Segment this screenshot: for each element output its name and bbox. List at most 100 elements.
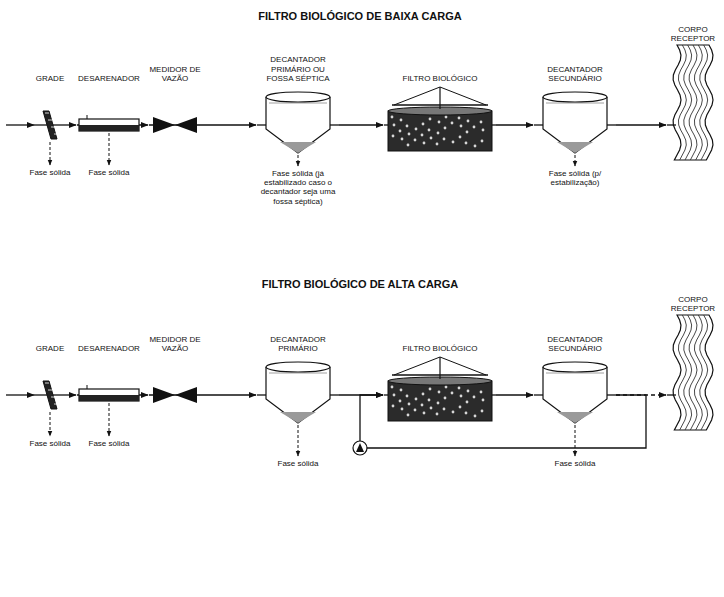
sludge-arrow <box>298 155 299 166</box>
unit-name: FILTRO BIOLÓGICO <box>384 74 496 83</box>
unit-symbol <box>667 315 719 430</box>
settler-body <box>543 97 607 153</box>
flow-connector <box>496 124 533 125</box>
unit-symbol <box>34 85 66 155</box>
grit-deposit <box>79 125 139 131</box>
inlet-pipe <box>534 124 543 125</box>
filter-stone <box>474 145 477 148</box>
flow-connector <box>496 394 533 395</box>
filter-stone <box>460 395 463 398</box>
unit-symbol <box>384 85 496 155</box>
filter-stone <box>401 408 404 411</box>
secondary-settler: DECANTADOR SECUNDÁRIO <box>534 65 616 155</box>
river-wave <box>700 315 708 430</box>
filter-stone <box>438 121 441 124</box>
filter-stone <box>423 412 426 415</box>
grit-channel <box>79 119 139 131</box>
filter-stone <box>428 129 431 132</box>
river-band <box>673 315 713 430</box>
distributor-stay <box>440 357 486 375</box>
grate-hatch <box>45 113 49 114</box>
filter-stone <box>408 403 411 406</box>
filter-stone <box>391 116 394 119</box>
distributor-stay <box>394 357 440 375</box>
filter-stone <box>437 402 440 405</box>
filter-stone <box>465 412 468 415</box>
diagram-title: FILTRO BIOLÓGICO DE BAIXA CARGA <box>160 10 560 22</box>
receiving-water: CORPO RECEPTOR <box>667 25 719 160</box>
filter-stone <box>407 414 410 417</box>
unit-symbol <box>384 355 496 425</box>
unit-name: FILTRO BIOLÓGICO <box>384 344 496 353</box>
filter-stone <box>458 387 461 390</box>
grate-hatch <box>54 404 58 405</box>
sludge-drops <box>50 133 575 456</box>
flow-connector <box>201 394 256 395</box>
unit-symbol <box>34 355 66 425</box>
filter-stone <box>482 129 485 132</box>
secondary-settler: DECANTADOR SECUNDÁRIO <box>534 335 616 425</box>
unit-name: DECANTADOR SECUNDÁRIO <box>534 65 616 83</box>
river-wave <box>684 315 692 430</box>
pump-mark <box>356 443 364 452</box>
filter-stone <box>401 138 404 141</box>
unit-name: DECANTADOR PRIMÁRIO OU FOSSA SÉPTICA <box>257 55 339 83</box>
filter-stone <box>473 126 476 129</box>
filter-stone <box>422 393 425 396</box>
filter-stone <box>451 392 454 395</box>
settler-rim <box>543 362 607 372</box>
outlet-pipe <box>607 394 616 395</box>
river-wave <box>689 45 697 160</box>
flow-connector <box>141 394 148 395</box>
unit-symbol <box>77 355 141 425</box>
meter-cone <box>175 387 197 403</box>
grit-weir <box>87 115 88 119</box>
filter-stone <box>466 401 469 404</box>
filter-stone <box>481 140 484 143</box>
river-wave <box>684 45 692 160</box>
outlet-pipe <box>330 394 339 395</box>
filter-stone <box>460 125 463 128</box>
filter-stone <box>414 409 417 412</box>
filter-stone <box>392 405 395 408</box>
sludge-arrow <box>109 133 110 165</box>
primary-settler: DECANTADOR PRIMÁRIO <box>257 335 339 425</box>
filter-stone <box>430 407 433 410</box>
inlet-pipe <box>534 394 543 395</box>
filter-stone <box>473 396 476 399</box>
filter-stone <box>443 408 446 411</box>
filter-stone <box>459 406 462 409</box>
solids-note: Fase sólida <box>27 439 73 448</box>
flow-meter: MEDIDOR DE VAZÃO <box>149 65 201 155</box>
unit-symbol <box>77 85 141 155</box>
flow-connector <box>66 124 76 125</box>
filter-stone <box>438 391 441 394</box>
filter-stone <box>445 116 448 119</box>
sludge-arrow <box>298 425 299 456</box>
filter-stone <box>467 390 470 393</box>
water-level <box>546 373 604 374</box>
outlet-pipe <box>492 394 496 395</box>
unit-symbol <box>257 85 339 155</box>
filter-stone <box>437 132 440 135</box>
grit-chamber: DESARENADOR <box>77 344 141 425</box>
trickling-filter: FILTRO BIOLÓGICO <box>384 344 496 425</box>
filter-stone <box>467 120 470 123</box>
grit-deposit <box>79 395 139 401</box>
filter-stone <box>407 144 410 147</box>
filter-stone <box>458 117 461 120</box>
filter-bed <box>388 381 492 421</box>
meter-cone <box>153 387 175 403</box>
distributor-post <box>439 87 440 109</box>
grate-bar <box>43 381 57 409</box>
unit-symbol <box>149 355 201 425</box>
filter-stone <box>452 141 455 144</box>
water-level <box>546 103 604 104</box>
filter-stone <box>452 411 455 414</box>
river-wave <box>694 315 702 430</box>
filter-stone <box>393 124 396 127</box>
inflow-arrow <box>6 124 34 125</box>
